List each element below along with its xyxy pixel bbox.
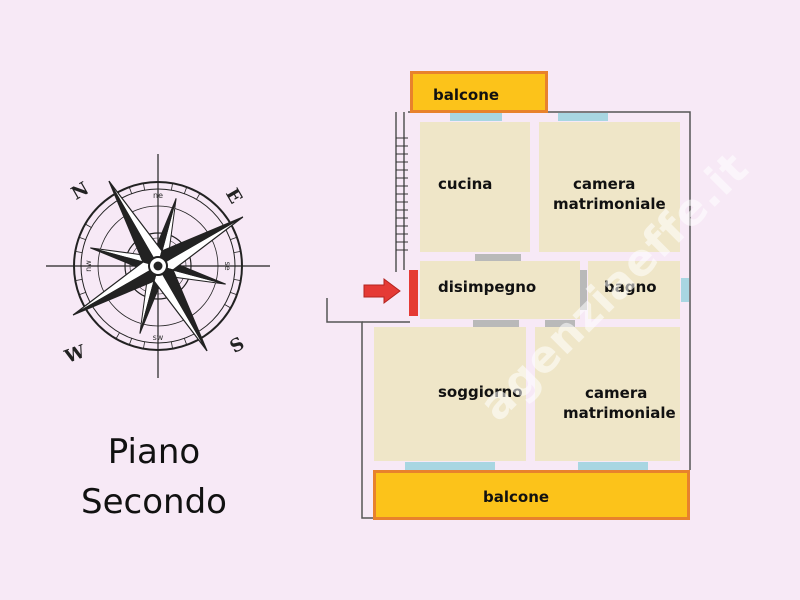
window	[450, 113, 502, 121]
room-disimpegno: disimpegno	[420, 261, 580, 319]
room-camera-top-label-line2: matrimoniale	[553, 195, 666, 213]
room-camera-matrimoniale-top: camera matrimoniale	[539, 122, 680, 252]
room-cucina-label: cucina	[438, 175, 493, 193]
room-soggiorno-label: soggiorno	[438, 383, 523, 401]
window	[558, 113, 608, 121]
door	[580, 270, 587, 310]
room-bagno-label: bagno	[604, 278, 657, 296]
balcony-top-label: balcone	[433, 86, 500, 104]
compass-nw-label: nw	[84, 260, 93, 272]
door	[475, 254, 521, 261]
room-bagno: bagno	[588, 261, 680, 319]
compass-rose: N E S W ne se sw nw	[46, 154, 270, 378]
balcony-bottom-label: balcone	[483, 488, 550, 506]
room-camera-matrimoniale-bottom: camera matrimoniale	[535, 327, 680, 461]
door	[545, 320, 575, 327]
floor-label-line2: Secondo	[81, 482, 227, 522]
floor-label-line1: Piano	[107, 432, 201, 472]
entrance-door	[409, 270, 418, 316]
room-camera-bottom-label-line1: camera	[585, 384, 648, 402]
room-camera-bottom-label-line2: matrimoniale	[563, 404, 676, 422]
room-cucina: cucina	[420, 122, 530, 252]
window	[405, 462, 495, 470]
arrow-right-icon	[363, 278, 401, 304]
room-camera-top-label-line1: camera	[573, 175, 636, 193]
room-disimpegno-label: disimpegno	[438, 278, 537, 296]
floor-label: Piano Secondo	[44, 430, 264, 524]
compass-sw-label: sw	[153, 333, 164, 342]
window	[681, 278, 689, 302]
balcony-bottom: balcone	[373, 470, 690, 520]
compass-se-label: se	[223, 261, 232, 270]
door	[473, 320, 519, 327]
balcony-top: balcone	[410, 71, 548, 113]
room-soggiorno: soggiorno	[374, 327, 526, 461]
compass-ne-label: ne	[153, 191, 163, 200]
window	[578, 462, 648, 470]
